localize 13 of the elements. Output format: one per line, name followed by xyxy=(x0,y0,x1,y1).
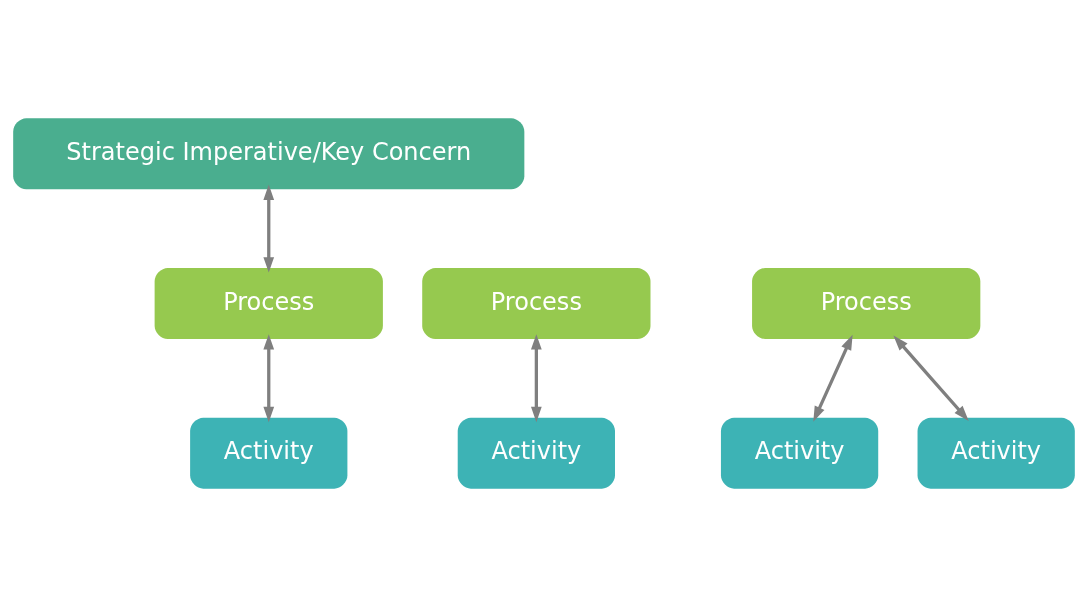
node-box: Strategic Imperative/Key Concern xyxy=(13,117,525,189)
node-box: Activity xyxy=(720,417,879,489)
arrow xyxy=(893,334,969,421)
arrow xyxy=(263,333,275,422)
node-box: Process xyxy=(154,267,383,339)
arrow xyxy=(263,184,275,272)
node-box: Activity xyxy=(917,417,1075,489)
arrow xyxy=(531,333,542,422)
node-box: Process xyxy=(752,267,981,339)
arrow xyxy=(813,334,853,422)
node-box: Activity xyxy=(457,417,615,489)
node-box: Activity xyxy=(190,417,348,489)
node-box: Process xyxy=(422,267,651,339)
